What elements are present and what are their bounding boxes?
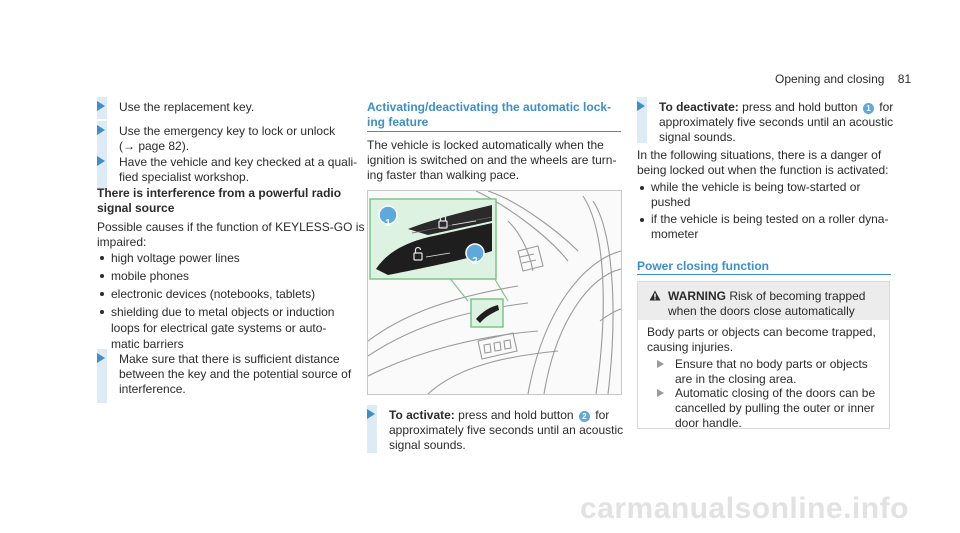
- arrow-icon: [657, 360, 664, 368]
- list-item: mobile phones: [97, 268, 334, 284]
- page-header: Opening and closing 81: [775, 72, 911, 87]
- auto-lock-body: The vehicle is locked automatically when…: [367, 138, 617, 182]
- list-item: electronic devices (notebooks, tablets): [97, 286, 334, 302]
- lock-icon: [438, 214, 448, 229]
- page-link[interactable]: (→ page 82).: [119, 139, 190, 153]
- door-panel-illustration: 1 2: [367, 190, 622, 395]
- warning-header: [638, 282, 889, 320]
- door-panel-drawing: [368, 191, 621, 394]
- step-activate: To activate: press and hold button 2 for…: [367, 405, 627, 456]
- auto-lock-title: Activating/deactivating the automatic lo…: [367, 100, 612, 129]
- warning-triangle-icon: [649, 290, 661, 301]
- list-item: high voltage power lines: [97, 250, 334, 266]
- step-check-vehicle: Have the vehicle and key checked at a qu…: [97, 152, 357, 190]
- arrow-icon: [657, 389, 664, 397]
- step-deactivate: To deactivate: press and hold button 1 f…: [637, 97, 897, 148]
- arrow-icon: [97, 101, 105, 111]
- unlock-icon: [413, 246, 423, 261]
- causes-list: high voltage power lines mobile phones e…: [97, 250, 334, 352]
- arrow-icon: [97, 125, 105, 135]
- danger-list: while the vehicle is being tow-started o…: [637, 180, 888, 242]
- title-rule: [367, 131, 621, 132]
- arrow-icon: [637, 101, 645, 111]
- warning-body: Body parts or objects can become trapped…: [647, 325, 876, 354]
- step-emergency-key: Use the emergency key to lock or unlock …: [97, 121, 357, 159]
- warning-text: WARNING Risk of becoming trapped when th…: [668, 289, 866, 318]
- callout-1-label: 1: [385, 218, 391, 229]
- interference-heading: There is interference from a powerful ra…: [97, 186, 342, 215]
- button-2-badge: 2: [578, 411, 590, 422]
- arrow-icon: [97, 353, 105, 363]
- warning-box: WARNING Risk of becoming trapped when th…: [637, 281, 890, 432]
- callout-2-label: 2: [472, 256, 478, 267]
- interference-intro: Possible causes if the function of KEYLE…: [97, 220, 365, 249]
- warning-step-2: Automatic closing of the doors can be ca…: [657, 386, 887, 432]
- warning-step-1: Ensure that no body parts or objects are…: [657, 357, 887, 389]
- warning-label: WARNING: [668, 289, 726, 303]
- list-item: shielding due to metal objects or induct…: [97, 304, 334, 352]
- header-title: Opening and closing: [775, 72, 885, 86]
- danger-text: In the following situations, there is a …: [637, 148, 889, 177]
- button-1-badge: 1: [862, 103, 874, 114]
- step-replacement-key: Use the replacement key.: [97, 97, 357, 119]
- page-number: 81: [897, 72, 912, 86]
- watermark: carmanualsonline.info: [580, 492, 909, 525]
- step-sufficient-distance: Make sure that there is sufficient dista…: [97, 349, 357, 403]
- list-item: while the vehicle is being tow-started o…: [637, 180, 888, 210]
- arrow-icon: [97, 156, 105, 166]
- power-title-rule: [637, 274, 891, 275]
- list-item: if the vehicle is being tested on a roll…: [637, 212, 888, 242]
- power-closing-title: Power closing function: [637, 259, 770, 273]
- arrow-icon: [367, 409, 375, 419]
